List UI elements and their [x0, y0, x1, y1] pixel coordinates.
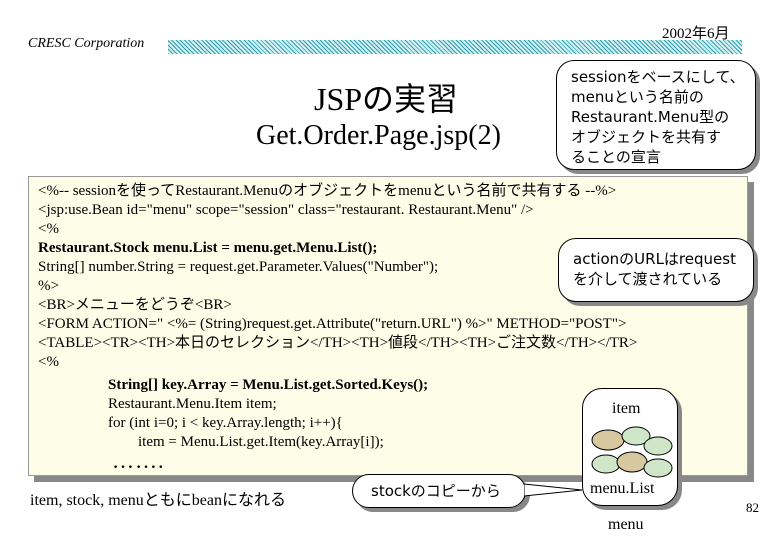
code-line: Restaurant.Menu.Item item;: [108, 396, 277, 412]
callout-line: menuという名前の: [571, 88, 704, 106]
item-ellipse: [643, 436, 673, 456]
code-line: String[] number.String = request.get.Par…: [38, 259, 439, 275]
callout-line: を介して渡されている: [573, 270, 723, 288]
callout-line: ることの宣言: [571, 148, 661, 166]
code-line: for (int i=0; i < key.Array.length; i++)…: [108, 415, 343, 431]
code-ellipsis: …….: [112, 448, 165, 473]
callout-stock: stockのコピーから: [352, 474, 526, 508]
slide-date: 2002年6月: [662, 26, 730, 42]
code-line: <%-- sessionを使ってRestaurant.Menuのオブジェクトをm…: [38, 183, 617, 199]
code-line: item = Menu.List.get.Item(key.Array[i]);: [108, 434, 384, 450]
code-line: Restaurant.Stock menu.List = menu.get.Me…: [38, 240, 378, 256]
callout-line: Restaurant.Menu型の: [571, 108, 730, 126]
code-line: %>: [38, 278, 59, 294]
callout-action: actionのURLはrequest を介して渡されている: [558, 238, 754, 302]
company-name: CRESC Corporation: [28, 36, 145, 51]
item-ellipse: [591, 429, 625, 451]
item-ellipse: [616, 451, 648, 473]
callout-line: オブジェクトを共有す: [571, 128, 722, 146]
item-ellipse: [621, 426, 651, 446]
code-line: <BR>メニューをどうぞ<BR>: [38, 297, 232, 313]
code-line: <FORM ACTION=" <%= (String)request.get.A…: [38, 316, 627, 332]
code-line: <jsp:use.Bean id="menu" scope="session" …: [38, 202, 534, 218]
menu-label: menu: [608, 516, 644, 533]
page-number: 82: [746, 500, 759, 515]
ellipses-diagram: [591, 426, 673, 478]
code-line: String[] key.Array = Menu.List.get.Sorte…: [108, 377, 429, 393]
callout-line: actionのURLはrequest: [573, 250, 736, 268]
bottom-text: item, stock, menuともにbeanになれる: [30, 492, 286, 509]
slide-subtitle: Get.Order.Page.jsp(2): [256, 120, 501, 151]
callout-line: sessionをベースにして、: [571, 68, 745, 86]
code-line: <%: [38, 354, 59, 370]
code-line: <TABLE><TR><TH>本日のセレクション</TH><TH>値段</TH>…: [38, 335, 638, 351]
slide-title: JSPの実習: [314, 81, 459, 117]
menulist-label: menu.List: [590, 480, 655, 497]
callout-session: sessionをベースにして、 menuという名前の Restaurant.Me…: [556, 60, 756, 170]
item-label: item: [612, 400, 641, 417]
item-ellipse: [591, 454, 621, 474]
code-line: <%: [38, 221, 59, 237]
item-ellipse: [643, 458, 673, 478]
callout-pointer: [524, 483, 583, 497]
header-band: [168, 40, 742, 54]
